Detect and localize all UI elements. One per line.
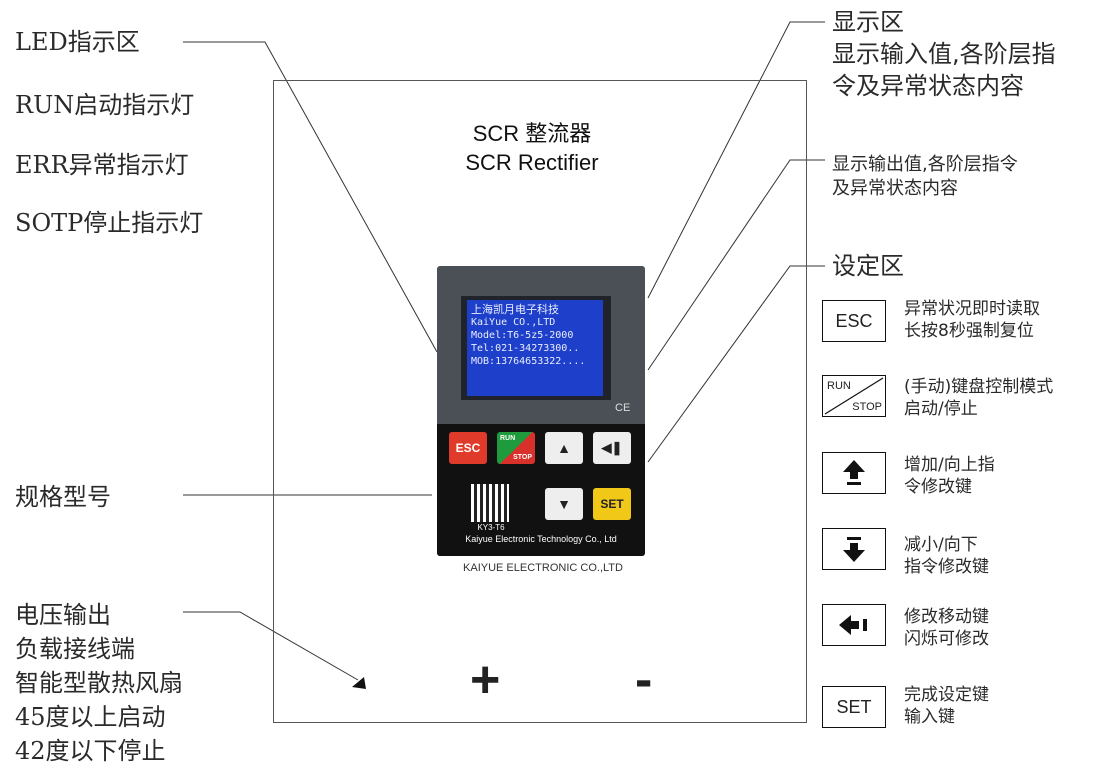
plus-terminal: + bbox=[470, 650, 500, 710]
lcd-line: Tel:021-34273300.. bbox=[471, 342, 599, 355]
legend-desc-line: 长按8秒强制复位 bbox=[904, 320, 1040, 342]
stop-indicator-label: SOTP停止指示灯 bbox=[15, 206, 203, 240]
panel-title-cn: SCR 整流器 bbox=[402, 116, 662, 148]
legend-desc-line: 减小/向下 bbox=[904, 534, 989, 556]
display-output-desc-1: 显示输出值,各阶层指令 bbox=[832, 154, 1018, 176]
lcd-line: Model:T6-5z5-2000 bbox=[471, 329, 599, 342]
legend-esc-text: ESC bbox=[835, 311, 872, 332]
output-line: 智能型散热风扇 bbox=[15, 666, 183, 700]
legend-desc-line: 启动/停止 bbox=[904, 398, 1053, 420]
display-area-desc-1: 显示输入值,各阶层指 bbox=[832, 40, 1056, 68]
legend-run-stop-key: RUN STOP bbox=[822, 375, 886, 417]
setting-area-label: 设定区 bbox=[832, 252, 904, 280]
legend-desc-line: (手动)键盘控制模式 bbox=[904, 376, 1053, 398]
run-indicator-label: RUN启动指示灯 bbox=[15, 88, 194, 122]
legend-desc-line: 异常状况即时读取 bbox=[904, 298, 1040, 320]
legend-up-key bbox=[822, 452, 886, 494]
left-shift-icon bbox=[837, 613, 871, 637]
run-key-label: RUN bbox=[500, 435, 515, 442]
up-arrow-icon bbox=[841, 458, 867, 488]
model-label: 规格型号 bbox=[15, 480, 111, 514]
err-indicator-label: ERR异常指示灯 bbox=[15, 148, 189, 182]
down-arrow-key[interactable]: ▼ bbox=[545, 488, 583, 520]
legend-desc-line: 令修改键 bbox=[904, 476, 995, 498]
legend-shift-desc: 修改移动键 闪烁可修改 bbox=[904, 606, 989, 650]
legend-desc-line: 完成设定键 bbox=[904, 684, 989, 706]
lcd-screen: 上海凯月电子科技 KaiYue CO.,LTD Model:T6-5z5-200… bbox=[467, 300, 603, 396]
controller-device: 上海凯月电子科技 KaiYue CO.,LTD Model:T6-5z5-200… bbox=[437, 266, 645, 556]
ce-mark: CE bbox=[615, 402, 630, 414]
legend-desc-line: 修改移动键 bbox=[904, 606, 989, 628]
legend-desc-line: 输入键 bbox=[904, 706, 989, 728]
output-line: 电压输出 bbox=[15, 598, 183, 632]
set-key[interactable]: SET bbox=[593, 488, 631, 520]
legend-desc-line: 增加/向上指 bbox=[904, 454, 995, 476]
legend-desc-line: 指令修改键 bbox=[904, 556, 989, 578]
device-brand: Kaiyue Electronic Technology Co., Ltd bbox=[437, 534, 645, 544]
minus-terminal: - bbox=[635, 650, 652, 710]
esc-key[interactable]: ESC bbox=[449, 432, 487, 464]
output-label-group: 电压输出 负载接线端 智能型散热风扇 45度以上启动 42度以下停止 bbox=[15, 598, 183, 768]
output-line: 42度以下停止 bbox=[15, 734, 183, 768]
legend-down-desc: 减小/向下 指令修改键 bbox=[904, 534, 989, 578]
lcd-line: KaiYue CO.,LTD bbox=[471, 316, 599, 329]
legend-set-desc: 完成设定键 输入键 bbox=[904, 684, 989, 728]
output-line: 45度以上启动 bbox=[15, 700, 183, 734]
left-shift-key[interactable]: ◀❚ bbox=[593, 432, 631, 464]
legend-run-stop-desc: (手动)键盘控制模式 启动/停止 bbox=[904, 376, 1053, 420]
lcd-line: 上海凯月电子科技 bbox=[471, 303, 599, 316]
legend-down-key bbox=[822, 528, 886, 570]
legend-esc-desc: 异常状况即时读取 长按8秒强制复位 bbox=[904, 298, 1040, 342]
legend-run-text: RUN bbox=[827, 380, 851, 392]
company-label: KAIYUE ELECTRONIC CO.,LTD bbox=[433, 562, 653, 574]
lcd-frame: 上海凯月电子科技 KaiYue CO.,LTD Model:T6-5z5-200… bbox=[461, 296, 611, 400]
stop-key-label: STOP bbox=[513, 454, 532, 461]
display-area-label: 显示区 bbox=[832, 8, 904, 36]
legend-desc-line: 闪烁可修改 bbox=[904, 628, 989, 650]
panel-title-en: SCR Rectifier bbox=[402, 150, 662, 176]
legend-set-key: SET bbox=[822, 686, 886, 728]
legend-shift-key bbox=[822, 604, 886, 646]
run-stop-key[interactable]: RUN STOP bbox=[497, 432, 535, 464]
output-line: 负载接线端 bbox=[15, 632, 183, 666]
legend-esc-key: ESC bbox=[822, 300, 886, 342]
display-area-desc-2: 令及异常状态内容 bbox=[832, 72, 1024, 100]
legend-stop-text: STOP bbox=[852, 401, 882, 413]
legend-up-desc: 增加/向上指 令修改键 bbox=[904, 454, 995, 498]
legend-set-text: SET bbox=[836, 697, 871, 718]
lcd-line: MOB:13764653322.... bbox=[471, 355, 599, 368]
display-output-desc-2: 及异常状态内容 bbox=[832, 178, 958, 200]
qr-label: KY3-T6 bbox=[467, 523, 515, 532]
up-arrow-key[interactable]: ▲ bbox=[545, 432, 583, 464]
led-indicator-label: LED指示区 bbox=[15, 25, 140, 59]
down-arrow-icon bbox=[841, 534, 867, 564]
qr-code bbox=[471, 484, 509, 522]
